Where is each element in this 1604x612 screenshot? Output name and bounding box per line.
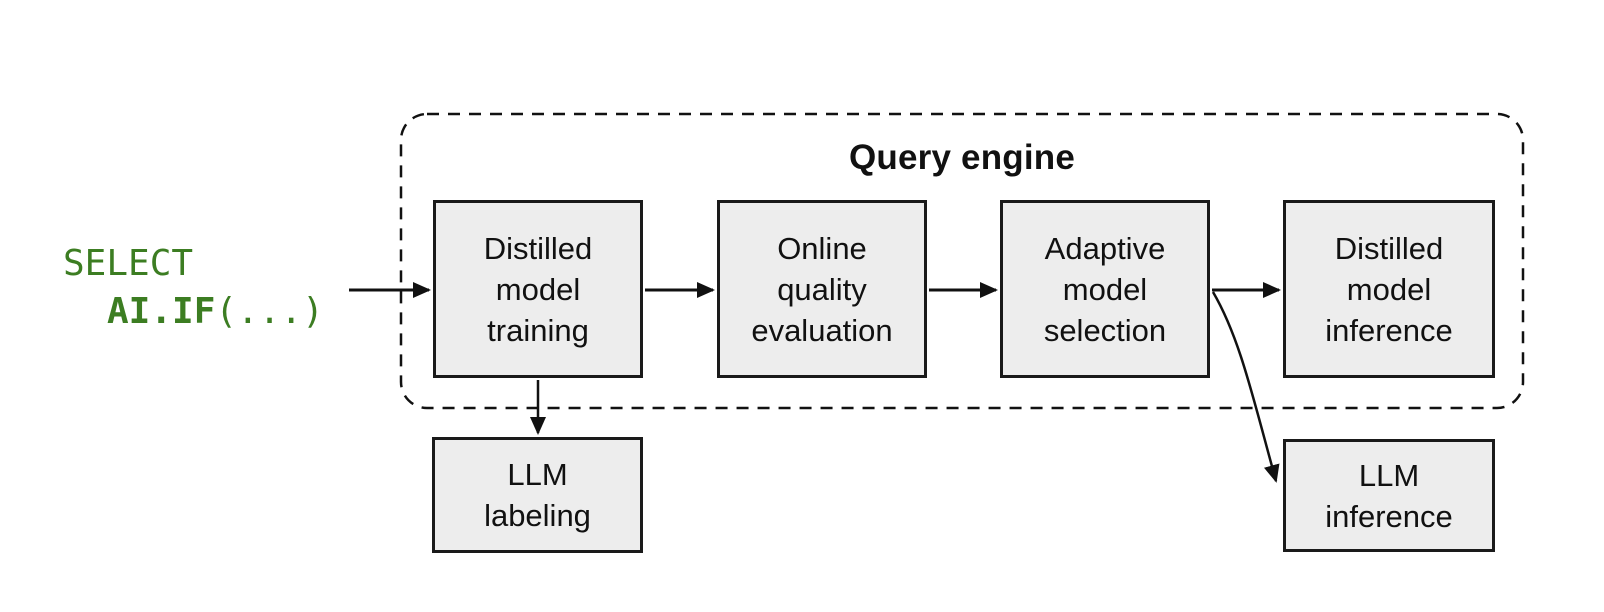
sql-function-call: AI.IF(...) bbox=[63, 288, 324, 336]
node-distilled-model-inference: Distilled model inference bbox=[1283, 200, 1495, 378]
node-llm-labeling: LLM labeling bbox=[432, 437, 643, 553]
sql-snippet: SELECT AI.IF(...) bbox=[63, 240, 324, 336]
arrow-selection-to-llm-inference bbox=[1211, 291, 1280, 483]
sql-select-keyword: SELECT bbox=[63, 243, 194, 284]
node-distilled-model-training: Distilled model training bbox=[433, 200, 643, 378]
sql-function-name: AI.IF bbox=[107, 291, 216, 332]
node-adaptive-model-selection: Adaptive model selection bbox=[1000, 200, 1210, 378]
node-llm-inference: LLM inference bbox=[1283, 439, 1495, 552]
sql-function-args: (...) bbox=[215, 291, 324, 332]
query-engine-title: Query engine bbox=[848, 138, 1076, 177]
node-online-quality-evaluation: Online quality evaluation bbox=[717, 200, 927, 378]
